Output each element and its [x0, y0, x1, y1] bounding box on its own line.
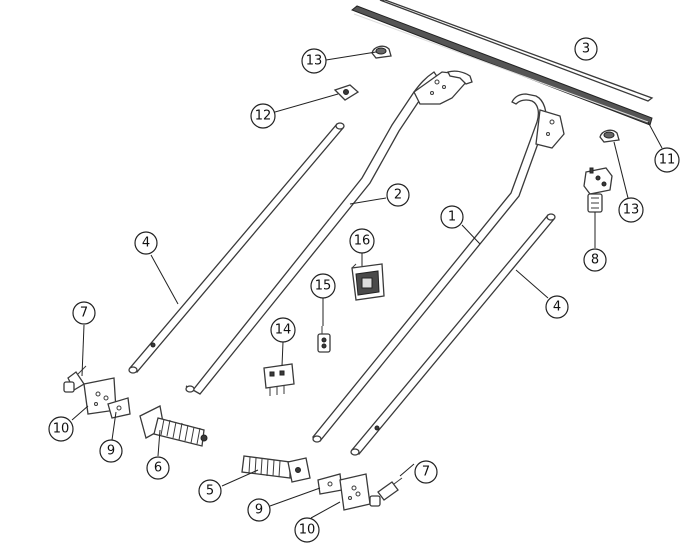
callout-11: 11 [654, 147, 680, 173]
svg-text:10: 10 [53, 422, 70, 437]
svg-text:9: 9 [107, 444, 115, 459]
part-15-connector [317, 326, 331, 353]
callout-6: 6 [146, 456, 170, 480]
svg-text:4: 4 [142, 236, 150, 251]
svg-text:2: 2 [394, 188, 402, 203]
callout-1: 1 [440, 205, 464, 229]
callout-12: 12 [250, 103, 276, 129]
part-3-rod [379, 0, 654, 102]
callout-9-left: 9 [99, 439, 123, 463]
callout-16: 16 [349, 228, 375, 254]
part-11-bar [351, 5, 653, 126]
part-14-terminal-block [263, 363, 295, 396]
part-7-fitting-right [369, 477, 403, 507]
svg-text:12: 12 [255, 109, 272, 124]
callout-4-left: 4 [134, 231, 158, 255]
callout-7-right: 7 [414, 460, 438, 484]
svg-text:9: 9 [255, 503, 263, 518]
svg-text:13: 13 [623, 203, 640, 218]
callout-7-left: 7 [72, 301, 96, 325]
callout-8: 8 [583, 248, 607, 272]
callout-13-top: 13 [301, 48, 327, 74]
svg-text:16: 16 [354, 234, 371, 249]
callout-2: 2 [386, 183, 410, 207]
part-1-handle-tube [312, 93, 565, 443]
part-9-plate-left [107, 397, 131, 419]
part-13-cap-right [599, 129, 620, 143]
svg-text:6: 6 [154, 461, 162, 476]
svg-text:15: 15 [315, 279, 332, 294]
part-12-plate [333, 84, 360, 101]
part-4-tube-left [128, 122, 345, 374]
svg-text:8: 8 [591, 253, 599, 268]
svg-text:13: 13 [306, 54, 323, 69]
leader-lines [71, 51, 663, 519]
svg-text:1: 1 [448, 210, 456, 225]
part-4-tube-right [350, 213, 556, 456]
svg-text:7: 7 [80, 306, 88, 321]
part-6-spring [139, 405, 208, 447]
part-2-handle-tube [185, 70, 473, 395]
callout-5: 5 [198, 479, 222, 503]
callout-10-left: 10 [48, 416, 74, 442]
svg-text:10: 10 [299, 523, 316, 538]
svg-text:7: 7 [422, 465, 430, 480]
callout-10-right: 10 [294, 517, 320, 543]
part-5-spring [241, 455, 311, 483]
part-10-bracket-right [339, 473, 371, 511]
callout-4-right: 4 [545, 295, 569, 319]
part-13-cap-top [371, 45, 392, 59]
svg-text:14: 14 [275, 323, 292, 338]
part-9-plate-right [317, 473, 343, 495]
svg-text:11: 11 [659, 153, 676, 168]
part-16-switch-box [351, 263, 385, 301]
callout-3: 3 [574, 37, 598, 61]
callout-13-right: 13 [618, 197, 644, 223]
part-8-switch [583, 167, 613, 213]
callout-9-right: 9 [247, 498, 271, 522]
svg-text:5: 5 [206, 484, 214, 499]
callout-15: 15 [310, 273, 336, 299]
callout-14: 14 [270, 317, 296, 343]
svg-text:4: 4 [553, 300, 561, 315]
svg-text:3: 3 [582, 42, 590, 57]
